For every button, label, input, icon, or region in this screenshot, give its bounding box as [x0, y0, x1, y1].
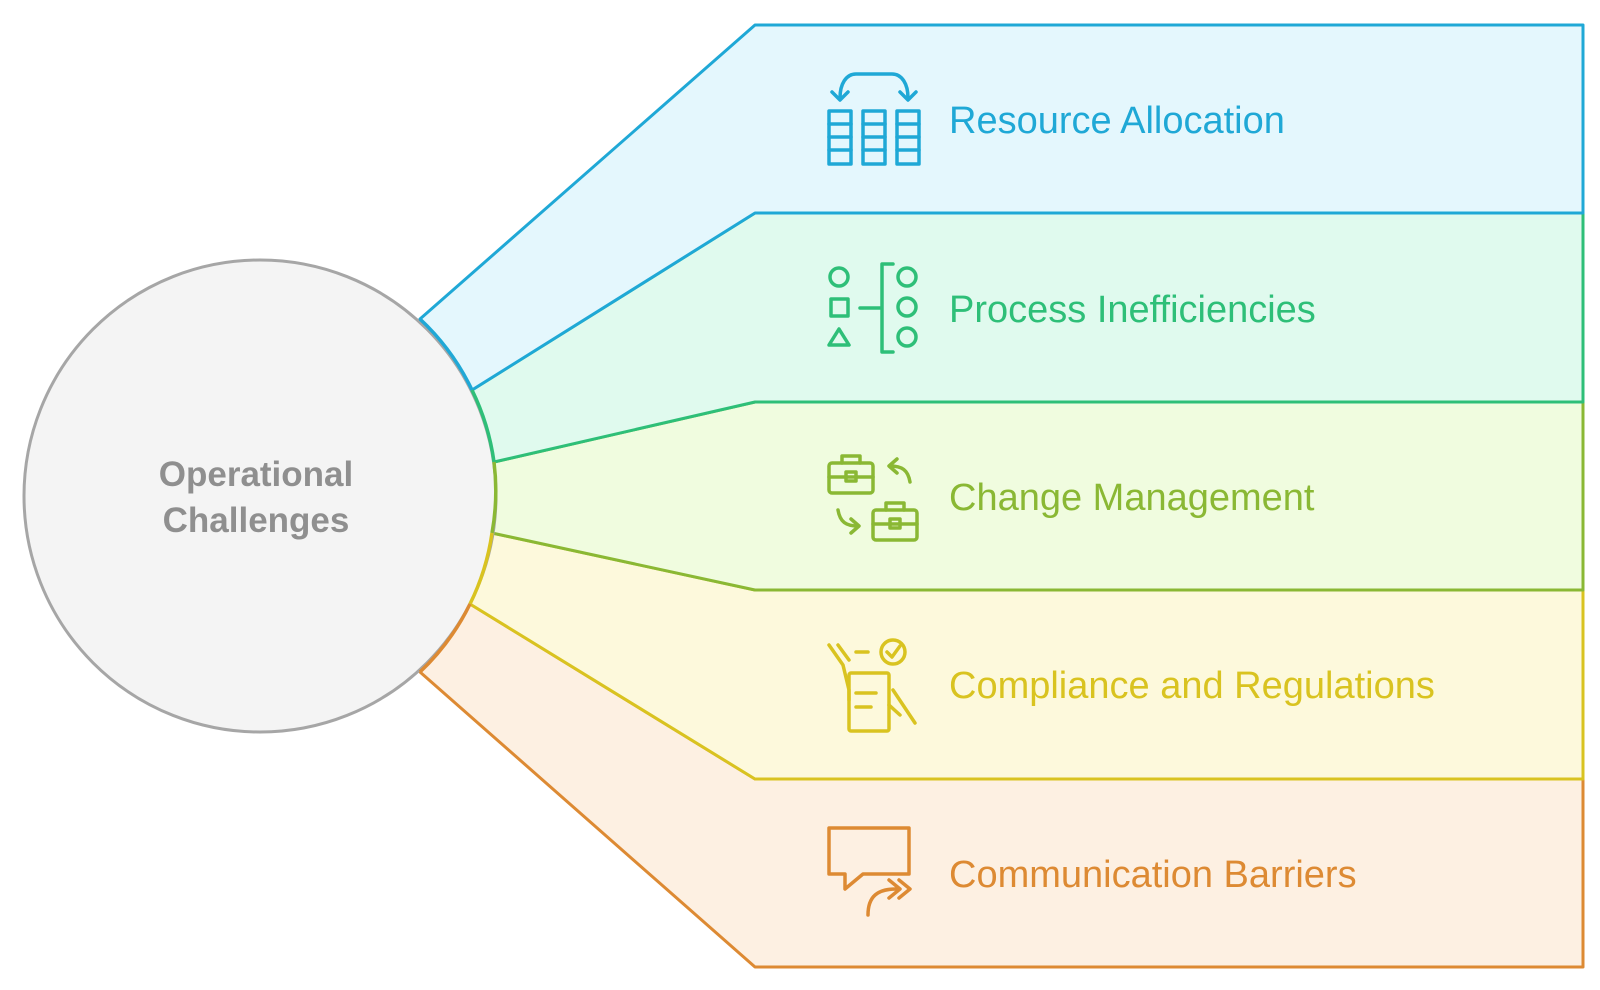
branch-process-inefficiencies: Process Inefficiencies — [470, 211, 1585, 464]
arc-compliance — [468, 532, 494, 605]
arc-change — [490, 461, 498, 534]
branch-resource-allocation: Resource Allocation — [418, 23, 1585, 392]
branch-label: Process Inefficiencies — [949, 289, 1316, 331]
arc-communication — [418, 603, 472, 674]
branch-label: Communication Barriers — [949, 854, 1357, 896]
center-circle — [22, 258, 498, 734]
center-title-line2: Challenges — [163, 501, 350, 540]
center-title-line1: Operational — [159, 455, 353, 494]
resource-allocation-icon — [827, 72, 921, 166]
arc-process — [470, 389, 496, 463]
briefcase-swap-icon — [827, 454, 919, 542]
checklist-hand-icon — [827, 638, 917, 733]
branch-label: Resource Allocation — [949, 100, 1285, 142]
speech-bubble-arrows-icon — [827, 826, 912, 917]
process-flow-icon — [827, 262, 918, 354]
branch-label: Change Management — [949, 477, 1315, 519]
branch-change-management: Change Management — [490, 400, 1585, 592]
arc-resource — [418, 317, 474, 391]
center-node: Operational Challenges — [22, 258, 498, 734]
branch-label: Compliance and Regulations — [949, 665, 1435, 707]
